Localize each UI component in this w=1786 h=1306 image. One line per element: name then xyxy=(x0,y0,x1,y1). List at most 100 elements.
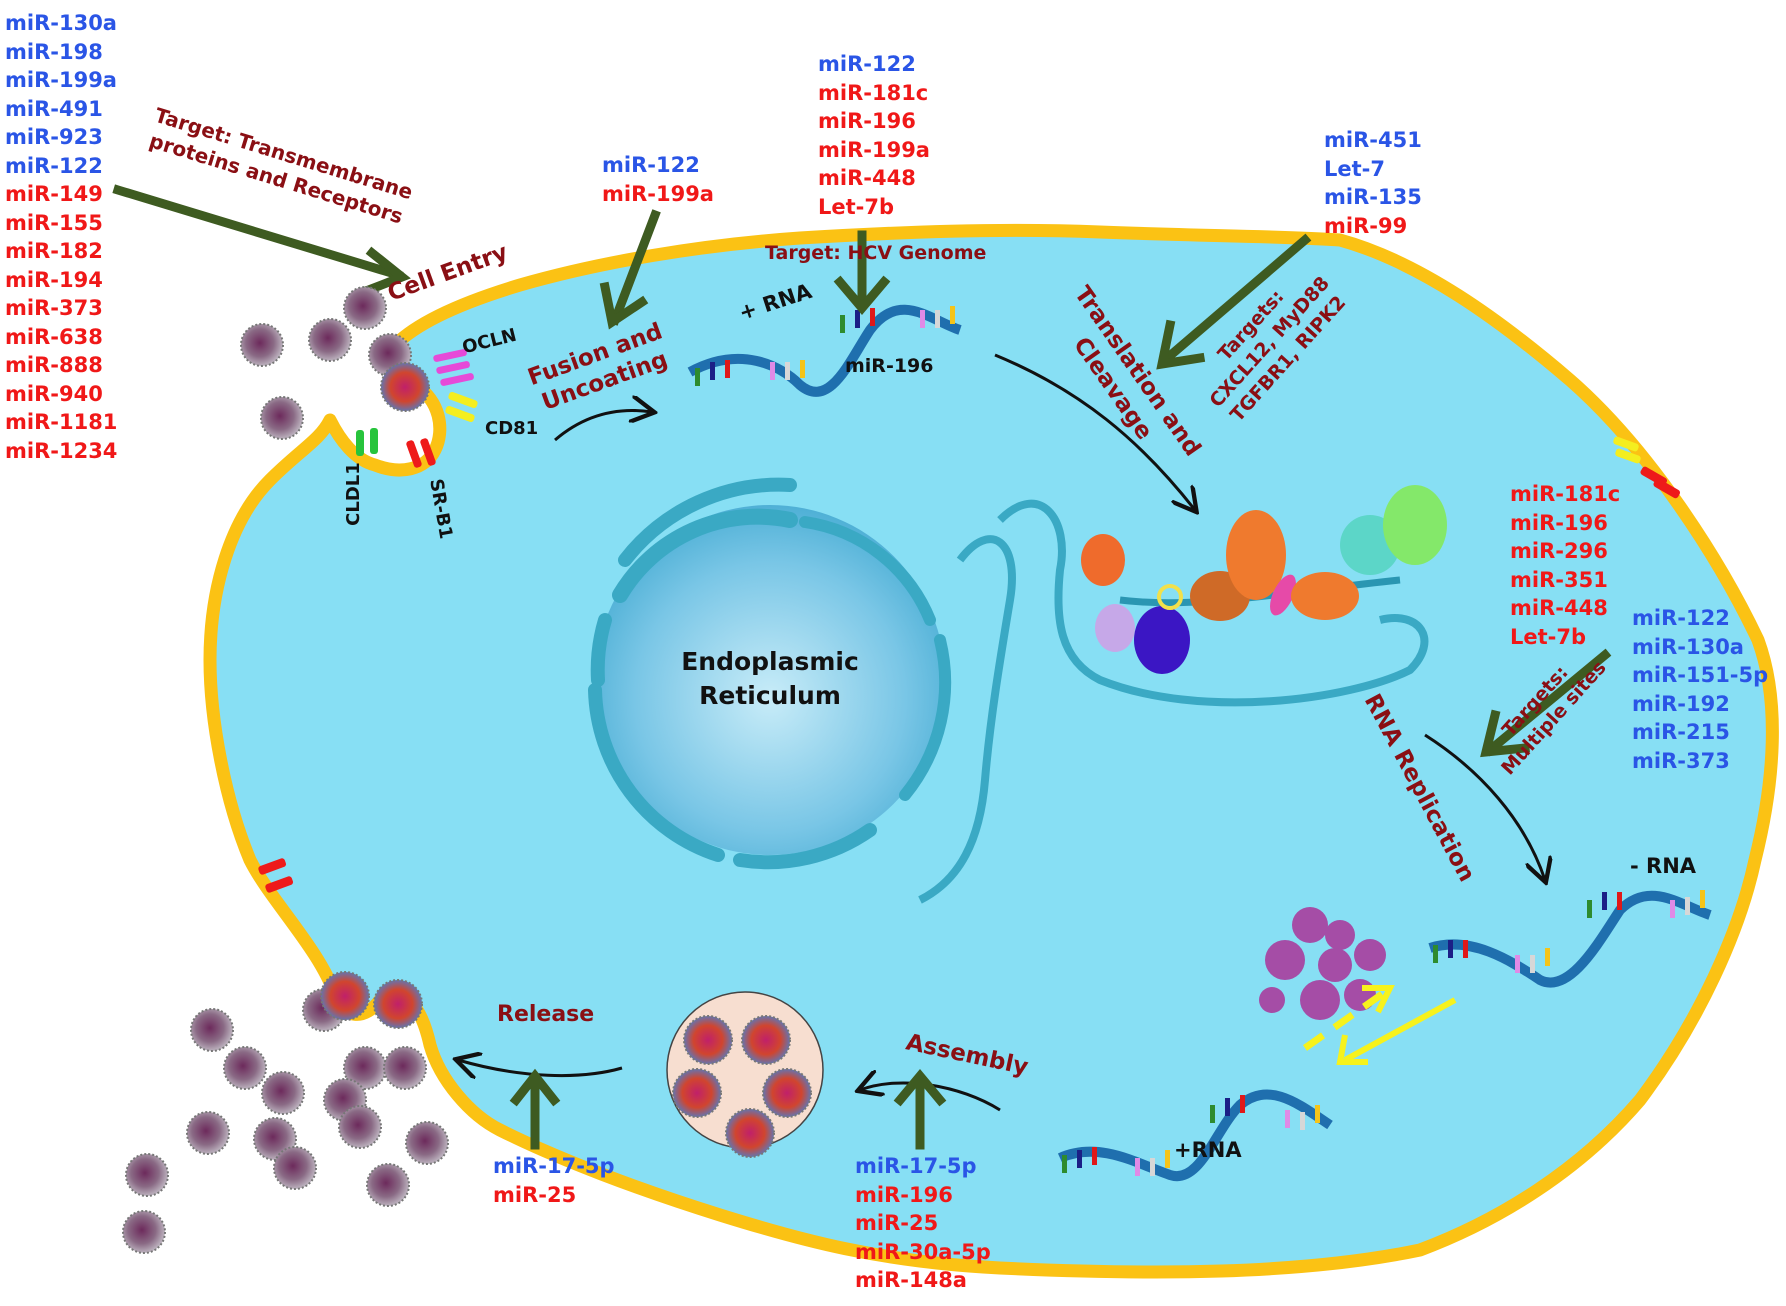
receptor-cldl1 xyxy=(356,428,378,456)
mirna-item: miR-1181 xyxy=(5,410,118,434)
receptor-right xyxy=(1613,436,1681,499)
er-label: Endoplasmic Reticulum xyxy=(660,645,880,713)
receptor-srb1 xyxy=(406,438,436,468)
virion xyxy=(383,1046,427,1090)
mirna-item: miR-1234 xyxy=(5,438,118,463)
replication-arrow xyxy=(1424,733,1545,880)
mirna-item: miR-155 xyxy=(5,210,103,235)
mirna-item: miR-296 xyxy=(1510,539,1608,563)
label-plus-rna-bottom: +RNA xyxy=(1174,1138,1242,1162)
mirna-item: miR-199a xyxy=(5,68,117,92)
rna-strand-minus xyxy=(1428,890,1712,988)
virion xyxy=(260,396,304,440)
mirna-item: miR-194 xyxy=(5,267,103,292)
mirna-item: miR-196 xyxy=(818,109,916,133)
mirna-item: miR-215 xyxy=(1632,720,1730,744)
mirna-item: miR-182 xyxy=(5,239,103,263)
mirna-item: miR-198 xyxy=(5,39,103,64)
mirna-item: miR-448 xyxy=(818,166,916,190)
virion-mature xyxy=(380,362,430,412)
mirna-list-assembly: miR-17-5p miR-196 miR-25 miR-30a-5p miR-148a xyxy=(855,1152,991,1295)
mirna-item: miR-373 xyxy=(1632,748,1730,773)
virion-mature xyxy=(672,1068,722,1118)
mirna-item: miR-122 xyxy=(1632,606,1730,630)
label-cd81: CD81 xyxy=(485,418,539,439)
mirna-item: miR-122 xyxy=(602,153,700,177)
virion-mature xyxy=(762,1068,812,1118)
virion xyxy=(338,1105,382,1149)
mirna-item: miR-196 xyxy=(855,1182,953,1207)
receptor-cd81 xyxy=(445,391,478,423)
replication-complex xyxy=(1259,907,1386,1020)
mirna-item: miR-130a xyxy=(1632,634,1744,659)
mirna-item: miR-25 xyxy=(493,1182,577,1207)
mirna-item: miR-199a xyxy=(818,137,930,162)
mirna-list-release: miR-17-5p miR-25 xyxy=(493,1152,615,1209)
mirna-item: miR-491 xyxy=(5,96,103,121)
virion xyxy=(366,1163,410,1207)
yellow-solid-arrowhead xyxy=(1336,1034,1368,1065)
virion-mature xyxy=(683,1015,733,1065)
mirna-item: miR-148a xyxy=(855,1268,967,1292)
mirna-item: miR-17-5p xyxy=(493,1154,615,1178)
virion-mature xyxy=(373,979,423,1029)
virion xyxy=(125,1153,169,1197)
virion xyxy=(122,1210,166,1254)
mirna-item: Let-7 xyxy=(1324,156,1385,181)
virion xyxy=(186,1111,230,1155)
translation-arrow xyxy=(994,353,1195,510)
er-label-line1: Endoplasmic xyxy=(681,647,859,676)
mirna-item: miR-122 xyxy=(5,153,103,178)
virion xyxy=(405,1121,449,1165)
receptor-ocln xyxy=(433,349,474,386)
mirna-item: miR-451 xyxy=(1324,128,1422,152)
fusion-arrow xyxy=(554,410,652,442)
yellow-dashed-arrowhead xyxy=(1362,985,1395,1014)
mirna-item: miR-448 xyxy=(1510,596,1608,620)
virion xyxy=(190,1008,234,1052)
mirna-item: miR-199a xyxy=(602,181,714,206)
mirna-list-fusion: miR-122 miR-199a xyxy=(602,151,714,208)
step-release: Release xyxy=(497,1002,595,1027)
mirna-item: miR-25 xyxy=(855,1211,939,1235)
mirna-item: miR-17-5p xyxy=(855,1154,977,1178)
mirna-item: miR-99 xyxy=(1324,213,1408,238)
mirna-item: miR-30a-5p xyxy=(855,1239,991,1264)
inhibit-arrows xyxy=(112,184,1612,1150)
mirna-item: miR-135 xyxy=(1324,185,1422,209)
mirna-item: Let-7b xyxy=(1510,624,1587,649)
release-arrow xyxy=(458,1060,623,1076)
mirna-item: miR-151-5p xyxy=(1632,663,1769,687)
er-label-line2: Reticulum xyxy=(699,681,841,710)
mirna-item: miR-196 xyxy=(1510,510,1608,535)
virion-mature xyxy=(725,1108,775,1158)
label-cldl1: CLDL1 xyxy=(342,462,364,526)
mirna-item: miR-940 xyxy=(5,381,103,406)
receptor-left-lower xyxy=(258,858,294,893)
virion-mature xyxy=(741,1015,791,1065)
virion-mature xyxy=(320,971,370,1021)
mirna-item: miR-122 xyxy=(818,52,916,76)
virion xyxy=(273,1146,317,1190)
mirna-list-replication-blue: miR-122 miR-130a miR-151-5p miR-192 miR-215 m… xyxy=(1632,604,1768,775)
virion xyxy=(308,318,352,362)
mirna-item: miR-149 xyxy=(5,182,103,206)
mirna-item: miR-888 xyxy=(5,353,103,377)
mirna-item: miR-181c xyxy=(818,80,929,105)
yellow-solid-arrow xyxy=(1343,997,1457,1063)
viral-polyprotein xyxy=(1081,485,1447,674)
mirna-item: miR-351 xyxy=(1510,567,1608,592)
virion xyxy=(261,1071,305,1115)
rna-strand-bottom xyxy=(1057,1089,1333,1182)
virion xyxy=(240,323,284,367)
virion xyxy=(343,286,387,330)
mirna-item: miR-192 xyxy=(1632,691,1730,716)
rna-strand-top xyxy=(687,304,962,397)
mirna-item: miR-638 xyxy=(5,324,103,349)
label-mir196-genome: miR-196 xyxy=(845,355,934,377)
